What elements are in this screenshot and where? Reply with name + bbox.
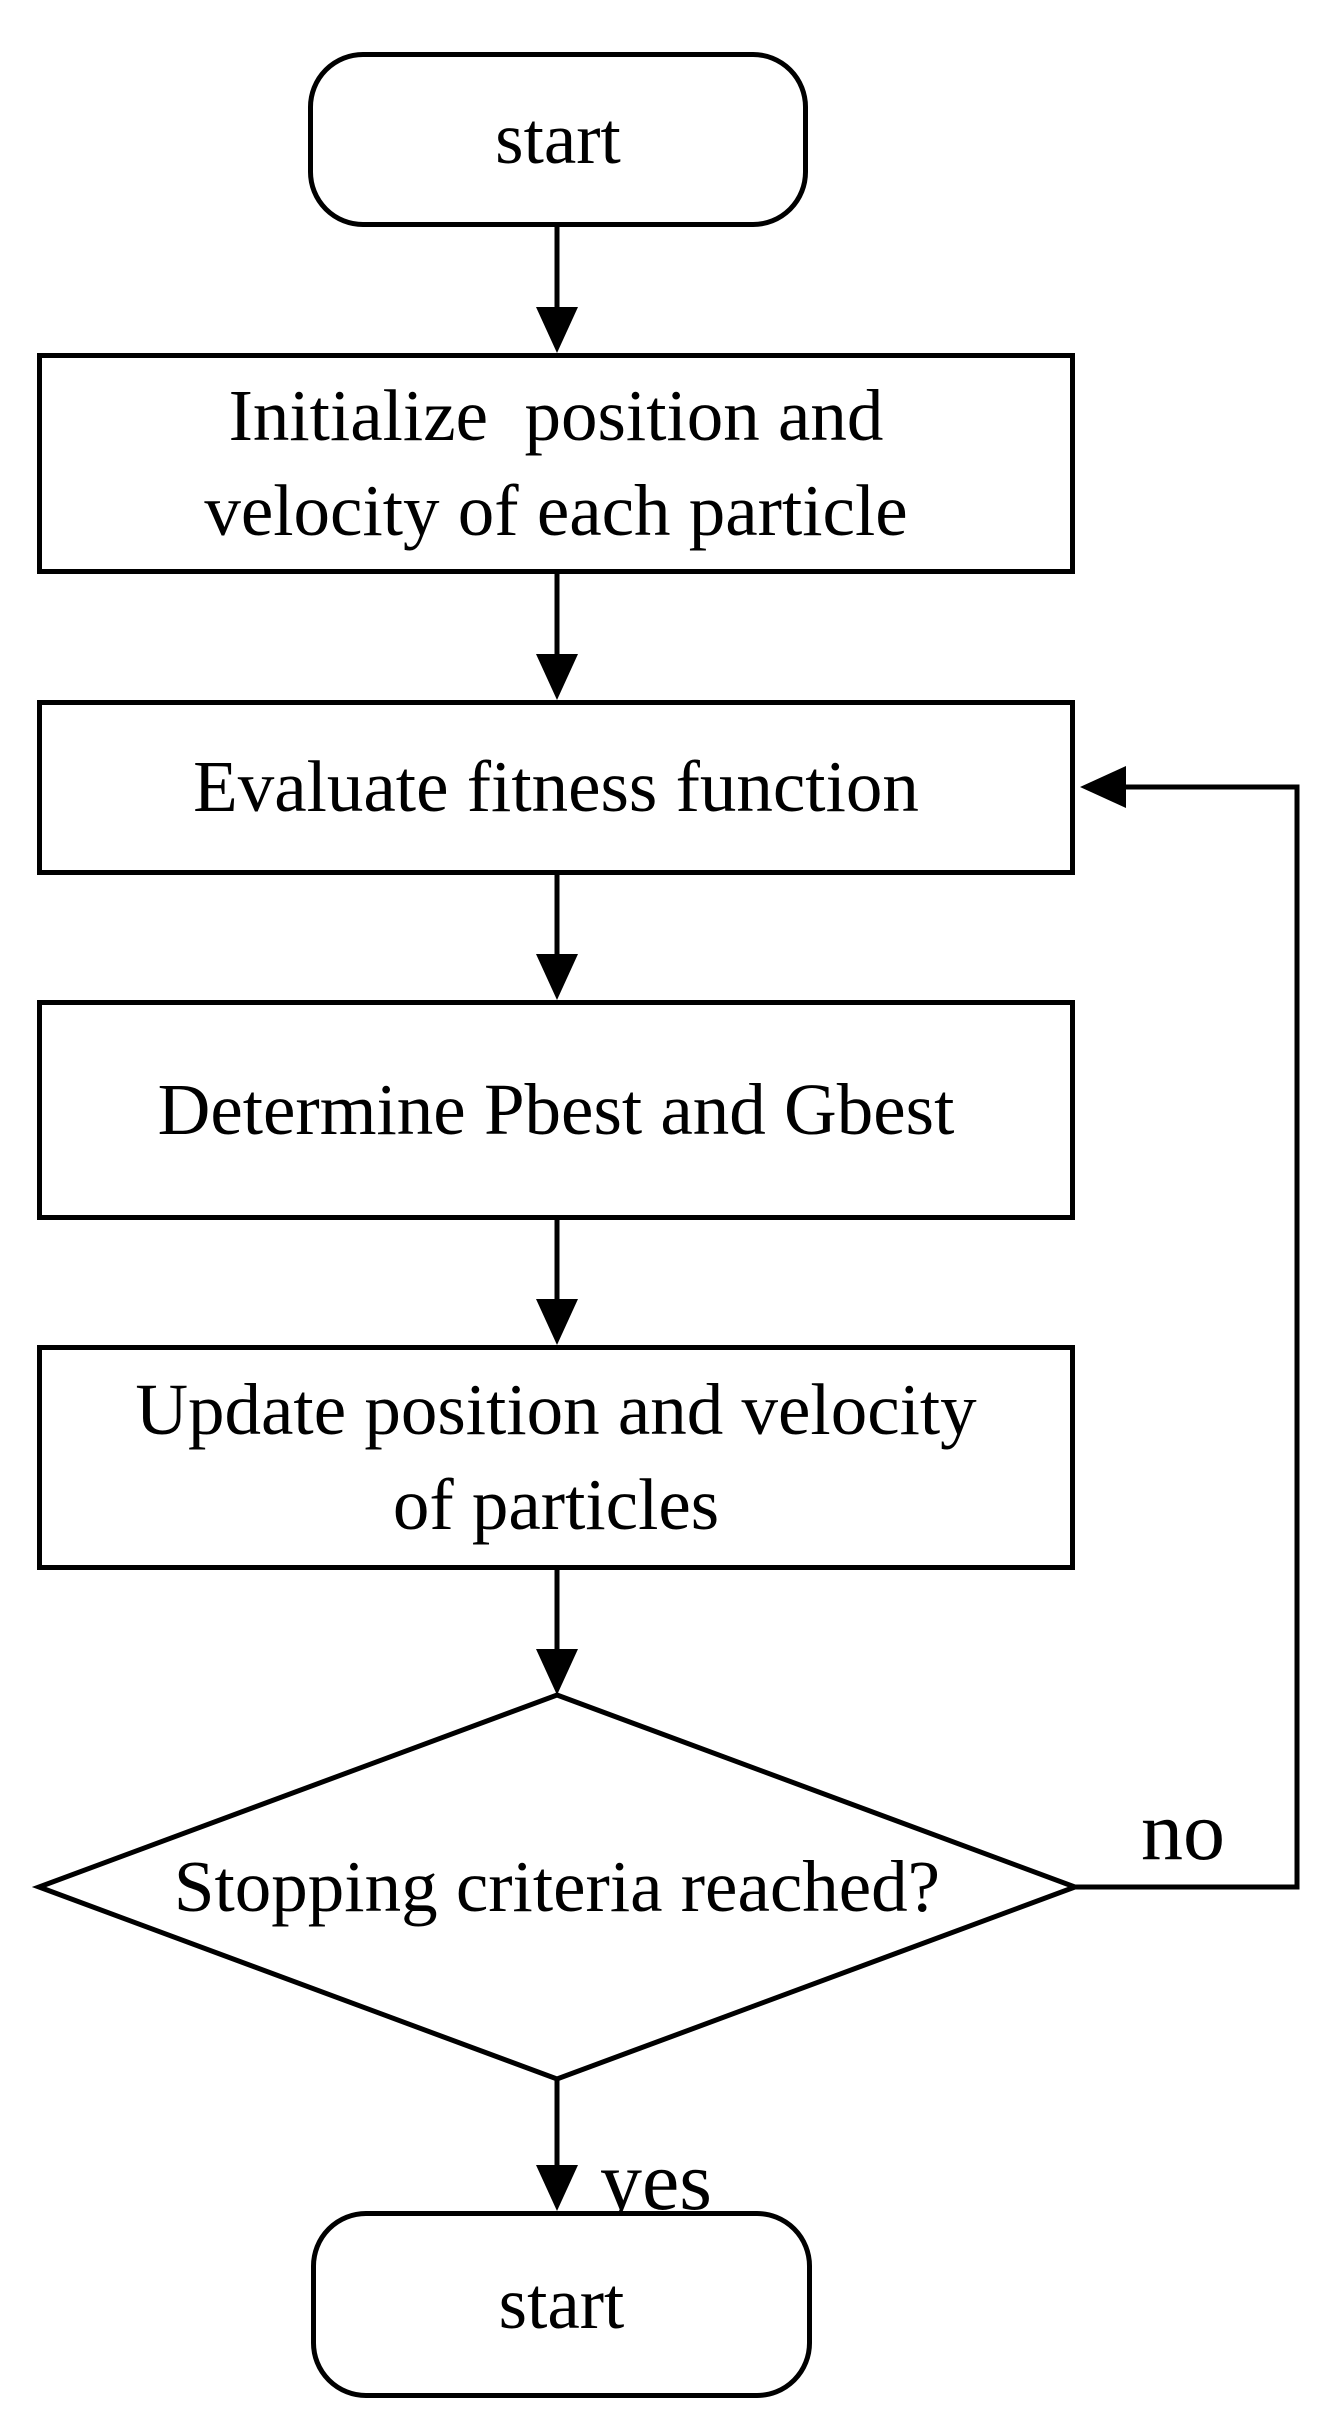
end-node: start <box>311 2211 812 2398</box>
initialize-box-line2: velocity of each particle <box>204 469 908 551</box>
initialize-box-line1: Initialize position and <box>228 374 884 456</box>
arrowhead-initialize-evaluate <box>536 654 578 700</box>
arrowhead-start-initialize <box>536 307 578 353</box>
update-box-line2: of particles <box>392 1463 720 1545</box>
update-box-line1: Update position and velocity <box>135 1368 977 1450</box>
determine-box-label: Determine Pbest and Gbest <box>157 1068 955 1150</box>
arrowhead-update-decision <box>536 1649 578 1695</box>
arrowhead-decision-end <box>536 2165 578 2211</box>
connector-decision-evaluate-loop <box>1075 784 1300 1890</box>
update-box: Update position and velocity of particle… <box>37 1345 1075 1570</box>
evaluate-box-label: Evaluate fitness function <box>193 746 919 828</box>
arrowhead-evaluate-determine <box>536 954 578 1000</box>
no-edge-label: no <box>1141 1785 1225 1878</box>
yes-edge-label: yes <box>600 2135 712 2228</box>
arrowhead-determine-update <box>536 1299 578 1345</box>
start-node-label: start <box>495 98 621 180</box>
decision-diamond-shape <box>31 1692 1083 2082</box>
end-node-label: start <box>498 2263 625 2345</box>
evaluate-box: Evaluate fitness function <box>37 700 1075 875</box>
start-node: start <box>308 52 808 227</box>
initialize-box: Initialize position and velocity of each… <box>37 353 1075 574</box>
determine-box: Determine Pbest and Gbest <box>37 1000 1075 1220</box>
arrowhead-decision-evaluate-loop <box>1080 766 1126 808</box>
